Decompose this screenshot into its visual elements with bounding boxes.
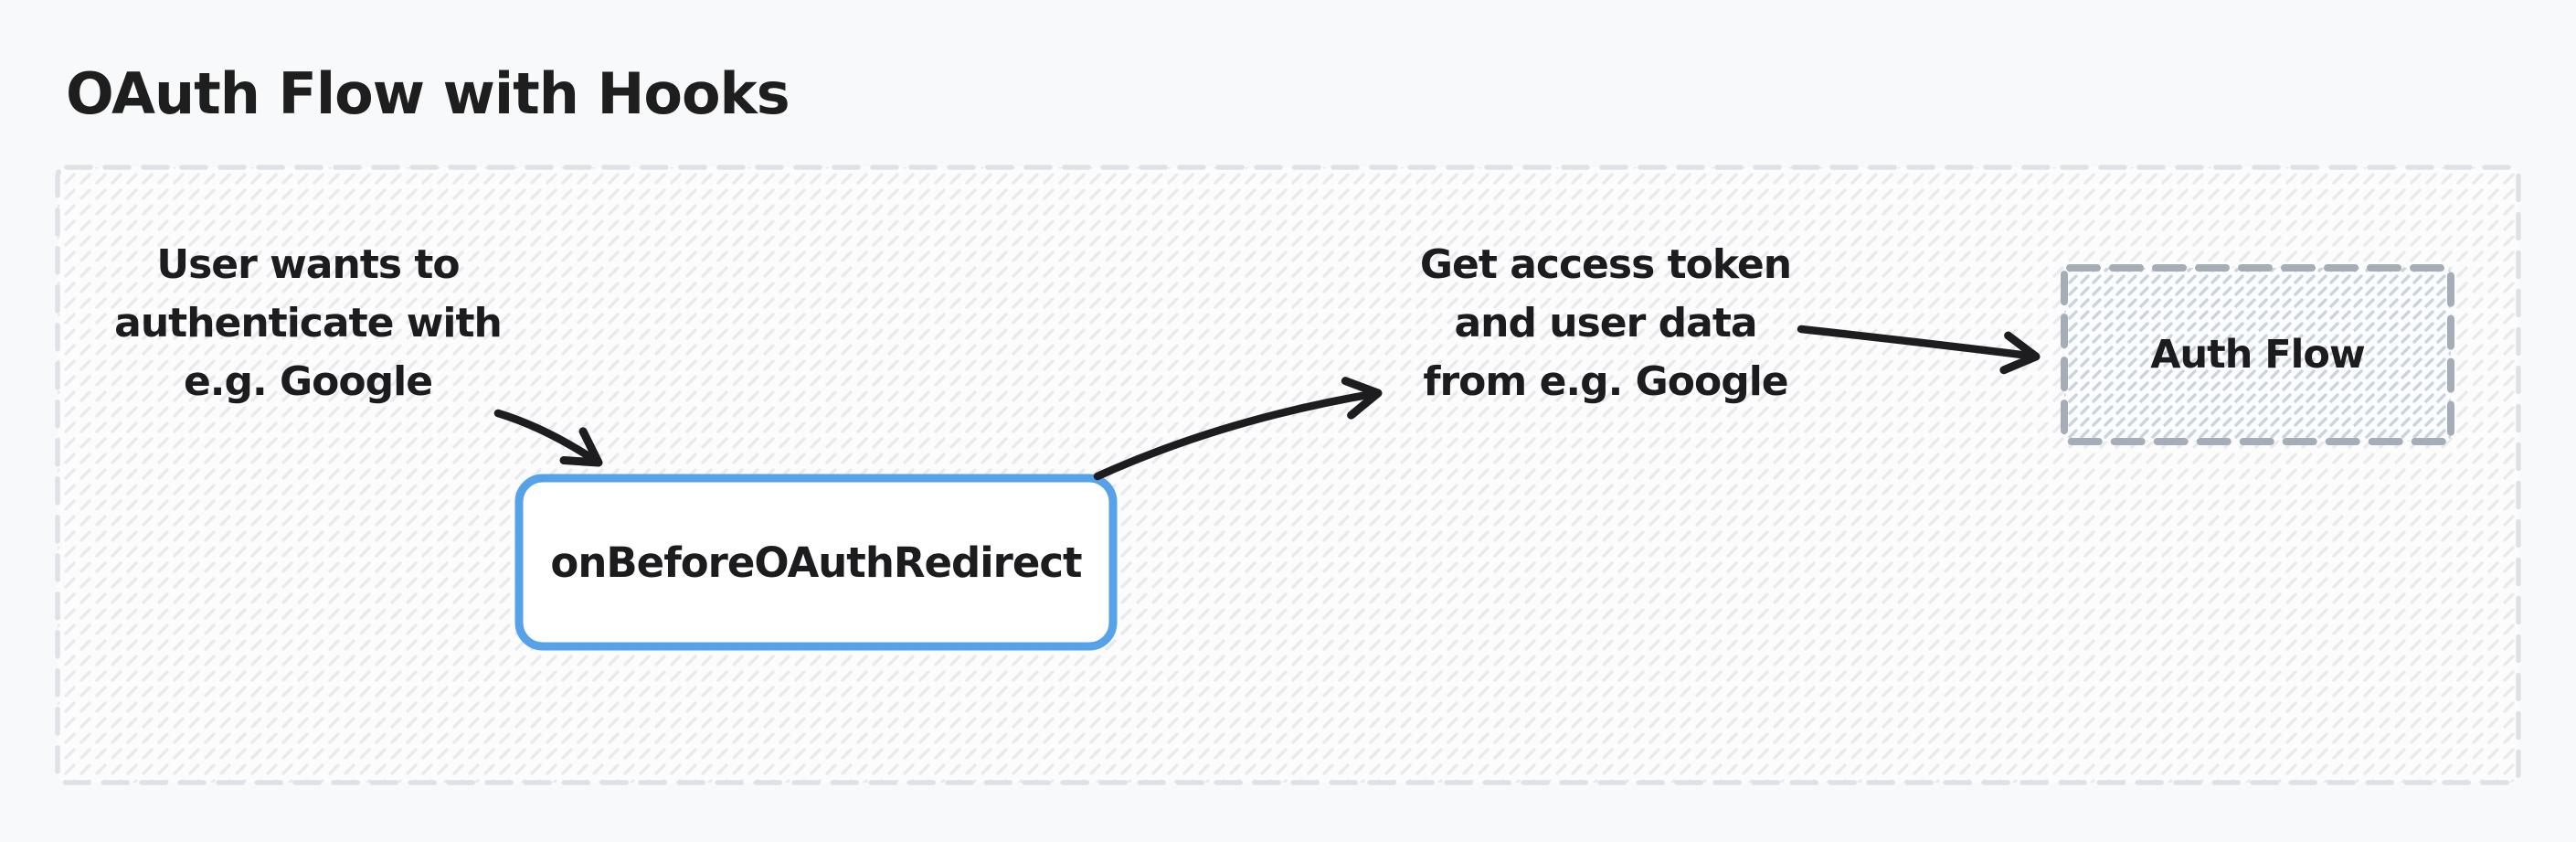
note-line: and user data (1454, 300, 1757, 346)
arrow-hook-to-token (1093, 377, 1383, 481)
hook-box-label: onBeforeOAuthRedirect (550, 538, 1082, 587)
arrow-token-to-authflow (1797, 325, 2041, 375)
hook-box (514, 474, 1118, 651)
arrow-user-to-hook (493, 409, 603, 467)
page-title: OAuth Flow with Hooks (66, 60, 790, 127)
note-line: from e.g. Google (1423, 358, 1788, 405)
note-line: User wants to (156, 241, 460, 288)
note-get-access-token: Get access token and user data from e.g.… (1419, 236, 1792, 411)
auth-flow-box-label: Auth Flow (2150, 332, 2365, 378)
note-line: e.g. Google (183, 358, 433, 405)
note-line: Get access token (1419, 241, 1792, 288)
auth-flow-box (2061, 264, 2454, 445)
note-line: authenticate with (114, 300, 503, 346)
note-user-authenticate: User wants to authenticate with e.g. Goo… (114, 236, 503, 411)
